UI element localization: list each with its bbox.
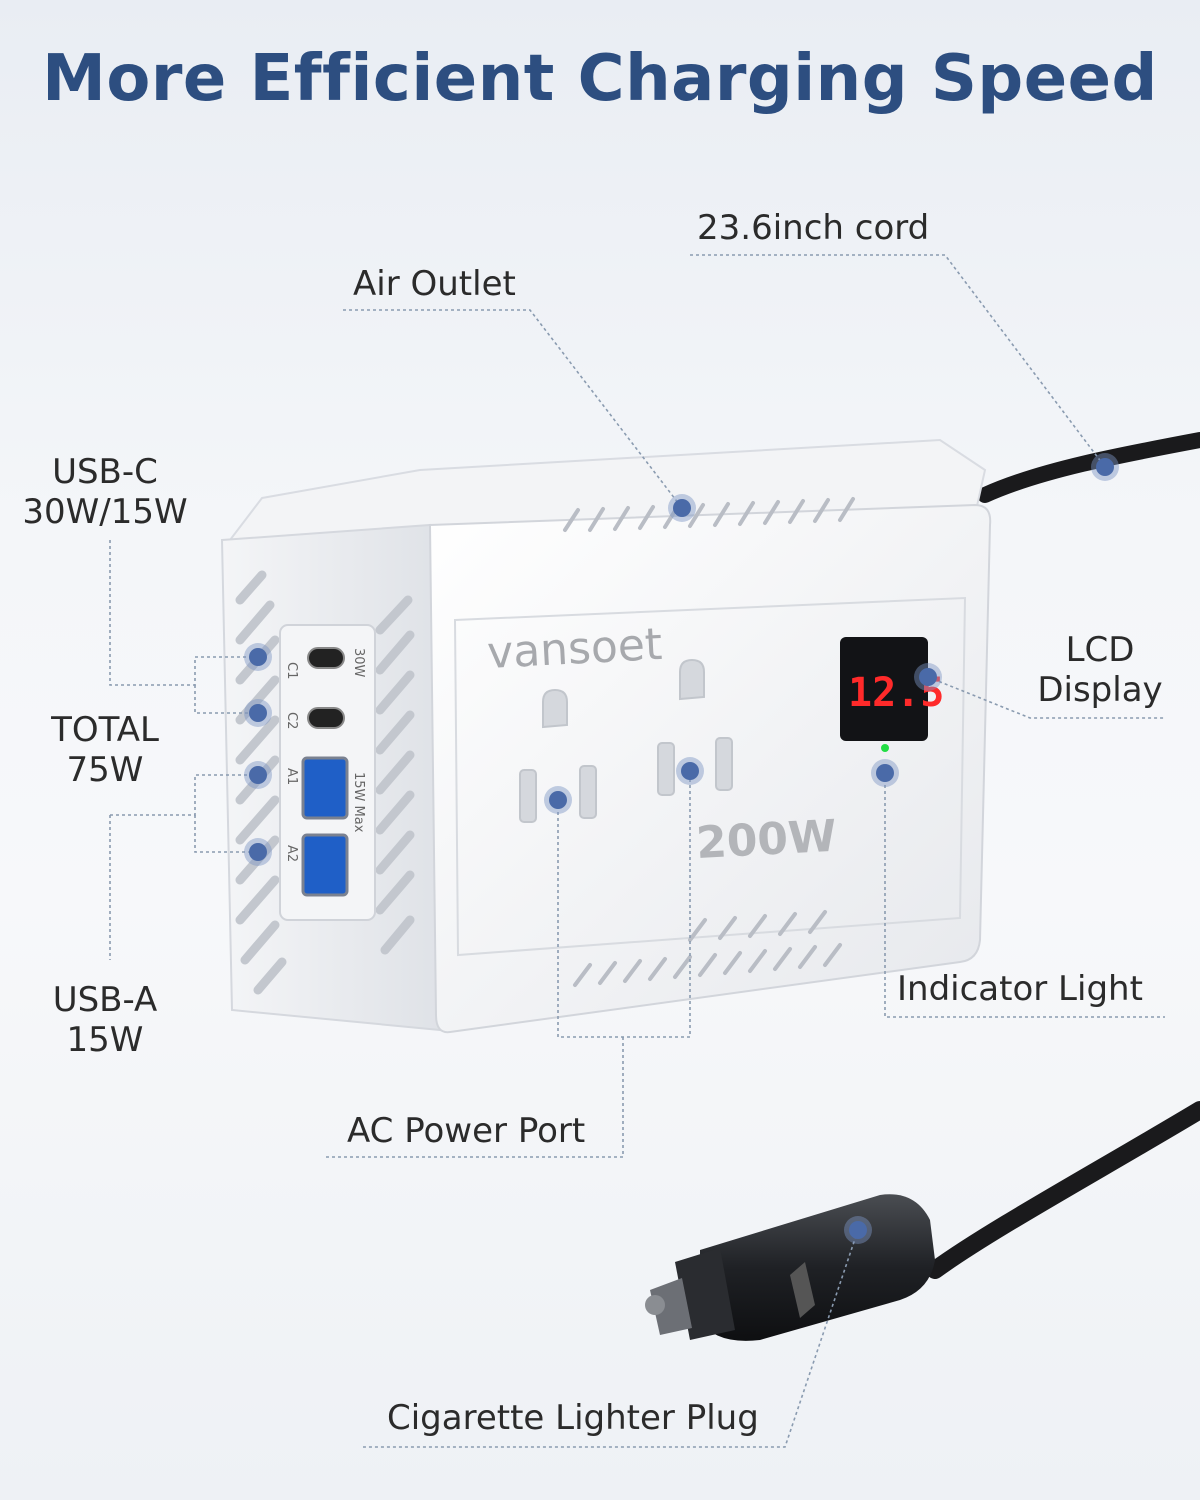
label-plug: Cigarette Lighter Plug <box>387 1398 759 1438</box>
usb-a2-port <box>301 833 349 897</box>
label-usbc: USB-C 30W/15W <box>20 452 190 532</box>
label-total: TOTAL 75W <box>20 710 190 790</box>
label-indicator: Indicator Light <box>897 969 1143 1009</box>
device-front <box>428 503 992 1034</box>
cigarette-lighter-plug <box>645 1194 935 1341</box>
lcd-display <box>840 637 928 741</box>
label-lcd-line2: Display <box>1037 670 1163 710</box>
label-usbc-line1: USB-C <box>52 452 158 492</box>
indicator-led <box>881 744 889 752</box>
port-label-c2: C2 <box>284 712 299 729</box>
callout-dots <box>244 453 1119 1244</box>
ac-outlet-2 <box>657 658 733 796</box>
usb-c1-port <box>307 647 345 669</box>
ac-outlet-1 <box>519 688 597 823</box>
port-side-label-max: 15W Max <box>351 772 366 833</box>
leader-lines <box>109 254 1165 1448</box>
label-air-outlet: Air Outlet <box>353 264 516 304</box>
port-side-label-30w: 30W <box>351 648 366 678</box>
label-total-line2: 75W <box>66 750 144 790</box>
label-usbc-line2: 30W/15W <box>22 492 188 532</box>
plug-cord <box>926 1101 1200 1279</box>
label-lcd-line1: LCD <box>1065 630 1135 670</box>
label-usba-line2: 15W <box>66 1020 144 1060</box>
label-usba-line1: USB-A <box>52 980 158 1020</box>
wattage-label: 200W <box>695 811 838 869</box>
air-outlet-vents <box>563 497 855 532</box>
label-cord: 23.6inch cord <box>697 208 930 248</box>
port-label-c1: C1 <box>284 662 299 679</box>
page-title: More Efficient Charging Speed <box>42 42 1158 116</box>
port-label-a2: A2 <box>284 845 299 862</box>
label-lcd: LCD Display <box>1030 630 1170 710</box>
label-ac-port: AC Power Port <box>347 1111 586 1151</box>
label-total-line1: TOTAL <box>51 710 159 750</box>
usb-c2-port <box>307 707 345 729</box>
usb-a1-port <box>301 756 349 820</box>
label-usba: USB-A 15W <box>20 980 190 1060</box>
power-cord <box>977 432 1200 503</box>
port-label-a1: A1 <box>284 768 299 785</box>
brand-logo: vansoet <box>486 619 663 679</box>
